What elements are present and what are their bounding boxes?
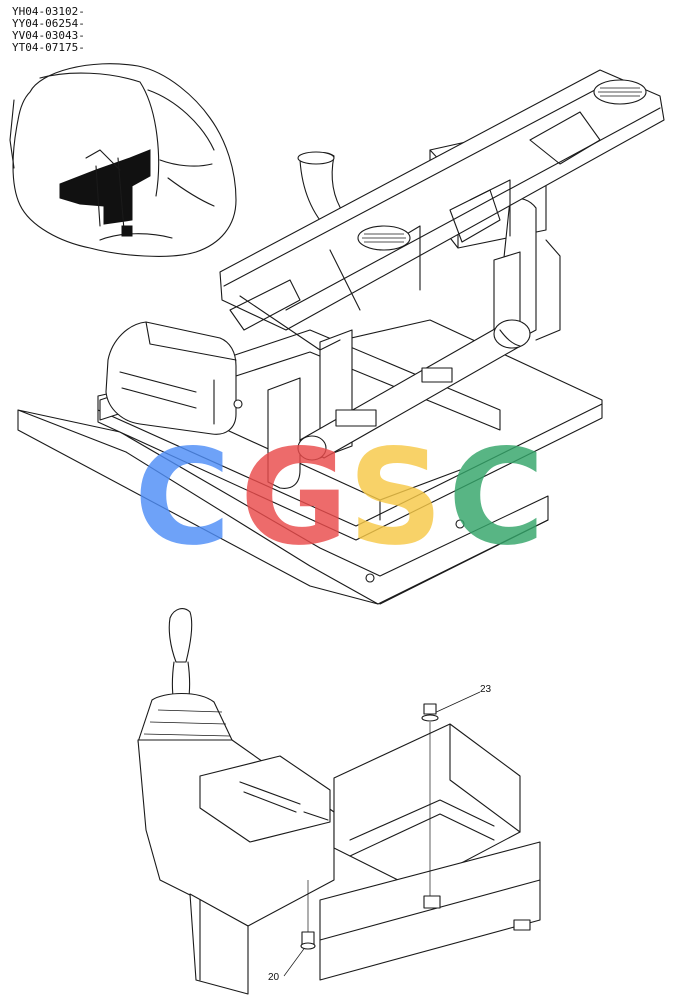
vent-grille <box>357 225 411 251</box>
seat-locator-inset <box>9 63 237 257</box>
watermark-letter: C <box>448 421 545 575</box>
cab-floor-assembly <box>17 69 665 605</box>
watermark-letter: C <box>134 421 231 575</box>
serial-number: YV04-03043- <box>12 29 85 42</box>
serial-number: YY04-06254- <box>12 17 85 30</box>
part-callout-20: 20 <box>268 972 280 983</box>
part-callout-23: 23 <box>480 684 492 695</box>
watermark-letter: G <box>240 421 349 575</box>
control-console-assembly <box>137 608 541 995</box>
vent-grille <box>593 79 647 105</box>
watermark-letter: S <box>348 421 444 575</box>
serial-number: YH04-03102- <box>12 5 85 18</box>
serial-number: YT04-07175- <box>12 41 85 54</box>
serial-number-list: YH04-03102- YY04-06254- YV04-03043- YT04… <box>12 6 85 54</box>
